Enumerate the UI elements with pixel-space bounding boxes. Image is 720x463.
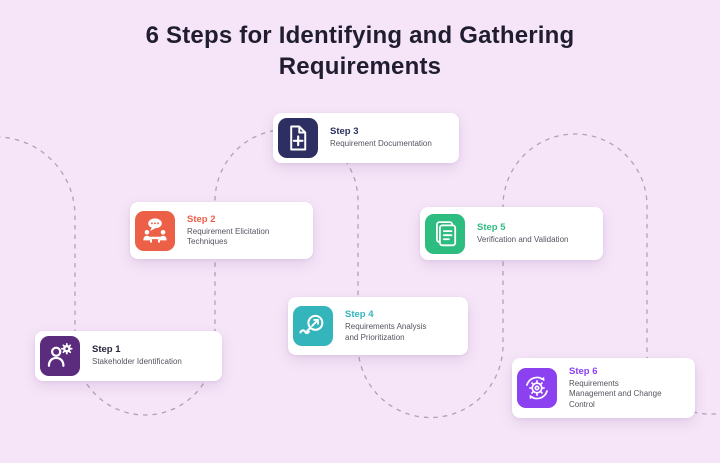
step-label: Step 5 [477, 221, 506, 233]
step-card-3: Step 3 Requirement Documentation [273, 113, 459, 163]
page-title: 6 Steps for Identifying and Gathering Re… [145, 22, 575, 81]
gear-sync-icon [517, 368, 557, 408]
analysis-search-icon [293, 306, 333, 346]
meeting-discussion-icon [135, 210, 175, 251]
checklist-document-icon [425, 213, 465, 254]
step-card-2: Step 2 Requirement Elicitation Technique… [130, 202, 313, 259]
step-description: Verification and Validation [477, 234, 569, 244]
step-card-1: Step 1 Stakeholder Identification [35, 331, 222, 381]
step-label: Step 1 [92, 344, 121, 356]
step-label: Step 3 [330, 126, 359, 138]
step-description: Requirements Analysis and Prioritization [345, 322, 427, 342]
step-label: Step 2 [187, 213, 216, 225]
step-description: Requirement Documentation [330, 139, 432, 149]
document-plus-icon [278, 118, 318, 158]
step-description: Requirements Management and Change Contr… [569, 378, 662, 409]
step-label: Step 4 [345, 309, 374, 321]
step-card-5: Step 5 Verification and Validation [420, 207, 603, 260]
step-card-6: Step 6 Requirements Management and Chang… [512, 358, 695, 418]
step-description: Stakeholder Identification [92, 357, 182, 367]
step-description: Requirement Elicitation Techniques [187, 226, 270, 246]
step-card-4: Step 4 Requirements Analysis and Priorit… [288, 297, 468, 355]
person-gear-icon [40, 336, 80, 376]
step-label: Step 6 [569, 365, 598, 377]
